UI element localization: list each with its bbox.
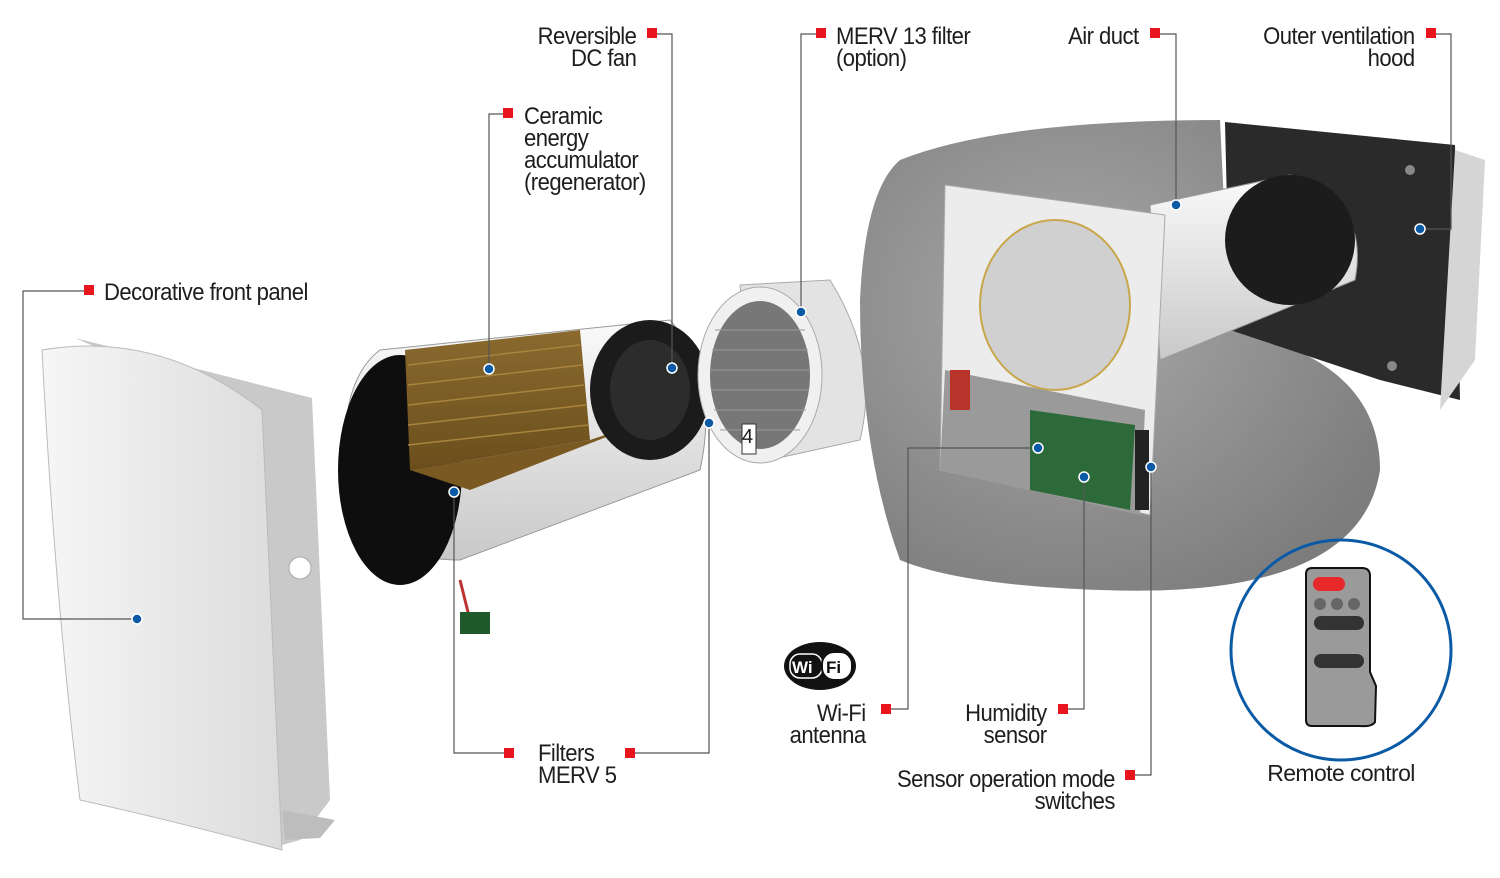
remote-circle xyxy=(1229,538,1453,762)
label-line: (regenerator) xyxy=(524,169,646,196)
leader-filter-right xyxy=(635,423,710,754)
label-line: antenna xyxy=(790,722,867,749)
label-decorative-front-panel: Decorative front panel xyxy=(104,279,308,306)
label-reversible-dc-fan: Reversible DC fan xyxy=(537,23,637,72)
leader-humidity xyxy=(1068,477,1085,710)
label-line: MERV 5 xyxy=(538,762,617,789)
decorative-front-panel xyxy=(41,338,335,851)
main-unit-housing xyxy=(939,184,1166,516)
leader-air-duct xyxy=(1160,33,1177,205)
label-ceramic-accumulator: Ceramic energy accumulator (regenerator) xyxy=(524,103,646,196)
ceramic-regenerator-tube xyxy=(338,319,710,634)
label-line: (option) xyxy=(836,45,907,72)
leader-outer-hood xyxy=(1420,33,1452,230)
label-line: Outer ventilation xyxy=(1263,23,1416,50)
label-filters-merv5: Filters MERV 5 xyxy=(538,740,617,789)
leader-filter-left xyxy=(453,492,504,754)
leader-front-panel xyxy=(22,290,137,620)
leader-lines xyxy=(22,33,1452,776)
leader-ceramic xyxy=(488,113,503,369)
leader-switches xyxy=(1135,467,1152,776)
label-line: Wi-Fi xyxy=(817,700,866,727)
label-wifi-antenna: Wi-Fi antenna xyxy=(790,700,867,749)
air-duct xyxy=(1149,174,1358,361)
pointer-dots xyxy=(131,199,1426,625)
label-line: Humidity xyxy=(965,700,1048,727)
leader-fan xyxy=(657,33,673,368)
label-line: Reversible xyxy=(537,23,636,50)
remote-power-button xyxy=(1313,577,1345,591)
label-line: Ceramic xyxy=(524,103,603,130)
label-humidity-sensor: Humidity sensor xyxy=(965,700,1048,749)
label-air-duct: Air duct xyxy=(1068,23,1140,50)
label-line: Sensor operation mode xyxy=(897,766,1116,793)
label-line: switches xyxy=(1034,788,1116,815)
leader-wifi xyxy=(891,447,1038,710)
label-line: MERV 13 filter xyxy=(836,23,971,50)
wifi-logo: Wi Fi xyxy=(784,642,856,690)
label-line: hood xyxy=(1368,45,1415,72)
label-line: Filters xyxy=(538,740,595,767)
filter-tag: 4 xyxy=(742,426,753,448)
label-remote-control: Remote control xyxy=(1267,760,1415,786)
label-outer-ventilation-hood: Outer ventilation hood xyxy=(1263,23,1416,72)
label-sensor-mode-switches: Sensor operation mode switches xyxy=(897,766,1116,815)
label-line: Air duct xyxy=(1068,23,1140,50)
remote-control xyxy=(1229,538,1453,762)
label-line: energy xyxy=(524,125,589,152)
label-merv13-filter: MERV 13 filter (option) xyxy=(836,23,971,72)
label-line: Decorative front panel xyxy=(104,279,308,306)
wifi-logo-fi: Fi xyxy=(826,658,841,677)
label-line: accumulator xyxy=(524,147,639,174)
merv13-filter xyxy=(697,279,867,464)
leader-merv13 xyxy=(800,33,816,312)
label-markers xyxy=(84,28,1436,780)
wifi-logo-wi: Wi xyxy=(792,658,813,677)
label-line: sensor xyxy=(984,722,1048,749)
label-line: DC fan xyxy=(570,45,637,72)
